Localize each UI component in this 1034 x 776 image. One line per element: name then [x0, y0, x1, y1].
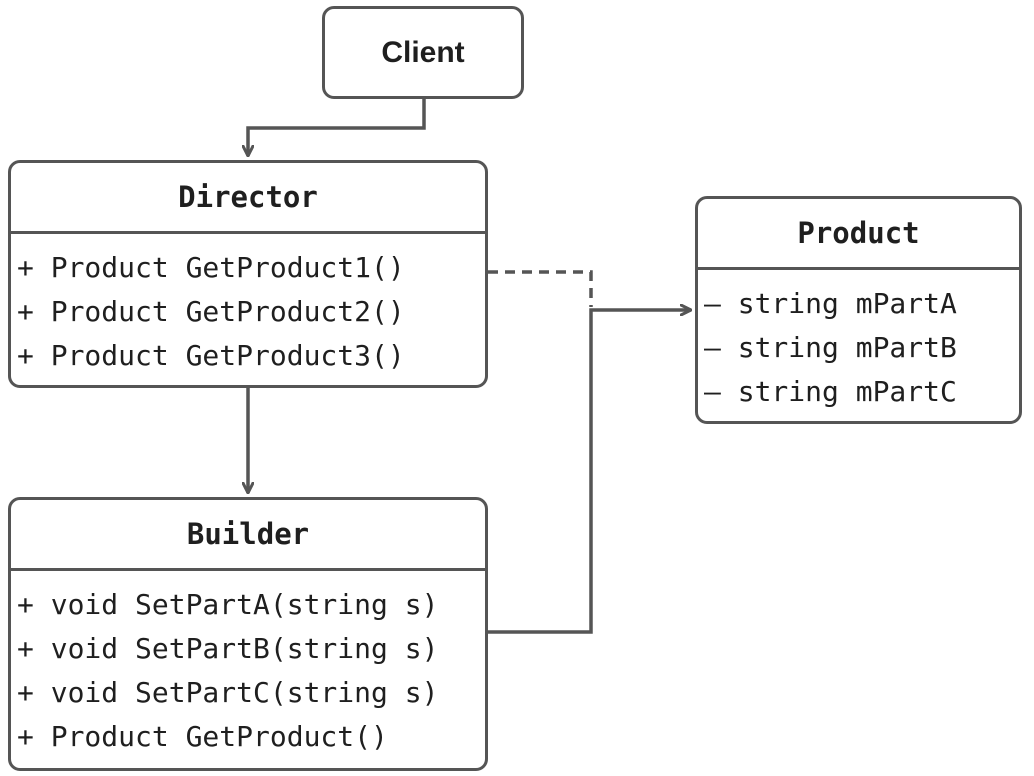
builder-method: + void SetPartB(string s) — [17, 632, 439, 665]
product-field: – string mPartA — [704, 287, 957, 320]
client-to-director-arrow — [248, 98, 426, 156]
director-method: + Product GetProduct2() — [17, 295, 405, 328]
director-method: + Product GetProduct1() — [17, 251, 405, 284]
product-field: – string mPartB — [704, 331, 957, 364]
director-to-product-dependency — [488, 270, 593, 307]
builder-method: + void SetPartC(string s) — [17, 676, 439, 709]
builder-to-product-arrow — [488, 310, 691, 634]
director-methods: + Product GetProduct1() + Product GetPro… — [11, 234, 485, 378]
product-field: – string mPartC — [704, 375, 957, 408]
builder-class-box[interactable]: Builder + void SetPartA(string s) + void… — [8, 497, 488, 771]
builder-method: + void SetPartA(string s) — [17, 588, 439, 621]
director-method: + Product GetProduct3() — [17, 339, 405, 372]
builder-methods: + void SetPartA(string s) + void SetPart… — [11, 571, 485, 759]
builder-method: + Product GetProduct() — [17, 720, 388, 753]
product-class-name: Product — [698, 199, 1019, 270]
director-class-name: Director — [11, 163, 485, 234]
client-class-box[interactable]: Client — [322, 6, 524, 99]
director-class-box[interactable]: Director + Product GetProduct1() + Produ… — [8, 160, 488, 388]
product-fields: – string mPartA – string mPartB – string… — [698, 270, 1019, 414]
builder-class-name: Builder — [11, 500, 485, 571]
product-class-box[interactable]: Product – string mPartA – string mPartB … — [695, 196, 1022, 424]
client-class-name: Client — [381, 35, 465, 69]
